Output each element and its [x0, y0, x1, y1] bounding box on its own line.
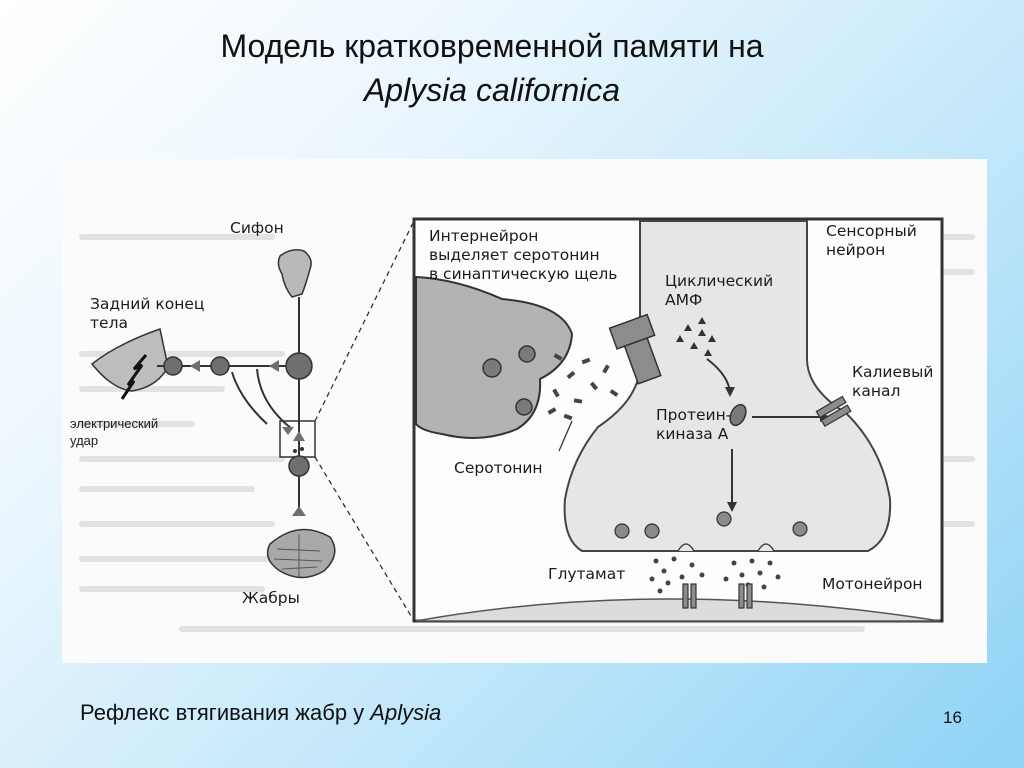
interneuron-cell-body — [285, 352, 313, 380]
label-gills: Жабры — [242, 589, 300, 607]
serotonin-particles — [547, 353, 619, 421]
label-shock: электрический удар — [70, 416, 159, 448]
sensory-cell-body — [163, 356, 183, 376]
glutamate-receptors — [682, 583, 753, 609]
zoom-line-top — [314, 220, 415, 422]
gills-shape — [266, 528, 336, 579]
glutamate-particles — [649, 556, 781, 594]
label-interneuron: Интернейрон выделяет серотонин в синапти… — [429, 227, 618, 283]
label-serotonin: Серотонин — [454, 459, 543, 477]
label-glutamate: Глутамат — [548, 565, 626, 583]
potassium-channel-shape — [815, 395, 852, 428]
slide-caption: Рефлекс втягивания жабр у Aplysia — [80, 700, 441, 726]
interneuron-terminal — [415, 275, 574, 439]
synapse-detail — [412, 217, 944, 623]
title-line-2: Aplysia californica — [363, 72, 621, 108]
label-camp: Циклический АМФ — [665, 272, 774, 309]
label-tail: Задний конец тела — [90, 295, 205, 332]
label-potassium-channel: Калиевый канал — [852, 363, 934, 400]
label-sensory-neuron: Сенсорный нейрон — [826, 222, 917, 259]
synapse-triangle — [190, 360, 200, 372]
label-motoneuron: Мотонейрон — [822, 575, 923, 593]
zoom-line-bottom — [314, 456, 415, 622]
motoneuron-body — [415, 598, 941, 622]
title-line-1: Модель кратковременной памяти на — [220, 28, 764, 64]
glutamate-vesicles — [614, 511, 808, 539]
label-protein-kinase: Протеин- киназа А — [656, 406, 732, 443]
reflex-circuit — [90, 249, 336, 579]
caption-text: Рефлекс втягивания жабр у — [80, 700, 371, 725]
page-number: 16 — [943, 708, 962, 727]
figure-panel: Сифон Задний конец тела электрический уд… — [62, 159, 987, 663]
shock-bolt — [120, 354, 148, 400]
camp-molecules — [676, 317, 716, 356]
siphon-shape — [277, 249, 312, 298]
pka-molecule — [729, 403, 747, 427]
motor-cell-body — [288, 455, 310, 477]
caption-italic: Aplysia — [370, 700, 442, 725]
slide-title: Модель кратковременной памяти на Aplysia… — [0, 24, 1024, 112]
serotonin-receptor — [608, 313, 662, 385]
neuron-diagram — [79, 217, 975, 632]
tail-shape — [90, 328, 169, 392]
label-siphon: Сифон — [230, 219, 284, 237]
